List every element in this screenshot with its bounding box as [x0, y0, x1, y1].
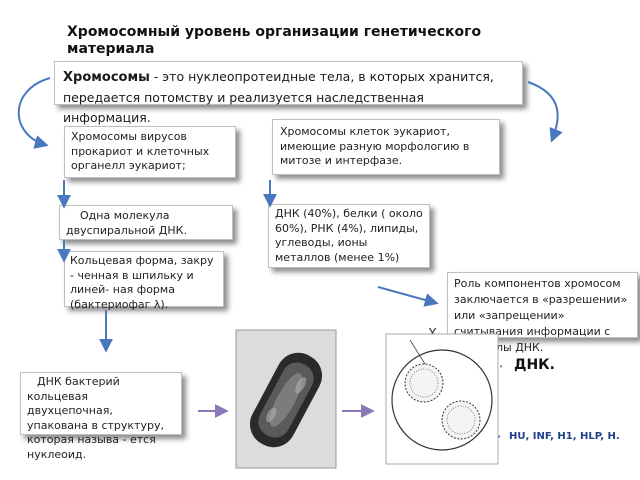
slide-title: Хромосомный уровень организации генетиче… — [67, 24, 482, 57]
bacterium-micrograph — [235, 329, 337, 469]
arrow-composition-to-role — [377, 286, 439, 307]
definition-term: Хромосомы — [63, 70, 150, 85]
box-chromosome-composition: ДНК (40%), белки ( около 60%), РНК (4%),… — [268, 204, 430, 268]
box-components-role: Роль компонентов хромосом заключается в … — [447, 272, 638, 354]
nucleoid-diagram — [385, 333, 499, 465]
definition-text: - это нуклеопротеидные тела, в которых х… — [63, 69, 494, 125]
box-bacterial-dna: ДНК бактерий кольцевая двухцепочная, упа… — [20, 372, 182, 461]
label-dna: ДНК. — [514, 357, 555, 373]
box-single-dna-molecule: Одна молекула двуспиральной ДНК. — [59, 205, 233, 240]
arrow-curve-left — [17, 77, 51, 149]
box-eukaryote-chromosomes: Хромосомы клеток эукариот, имеющие разну… — [272, 119, 500, 175]
definition-box: Хромосомы - это нуклеопротеидные тела, в… — [54, 61, 523, 125]
arrow-curve-right — [527, 81, 563, 143]
label-proteins: HU, INF, H1, HLP, H. — [509, 431, 620, 442]
box-ring-form: Кольцевая форма, закру - ченная в шпильк… — [64, 251, 224, 311]
box-viruses-prokaryotes: Хромосомы вирусов прокариот и клеточных … — [64, 126, 236, 178]
